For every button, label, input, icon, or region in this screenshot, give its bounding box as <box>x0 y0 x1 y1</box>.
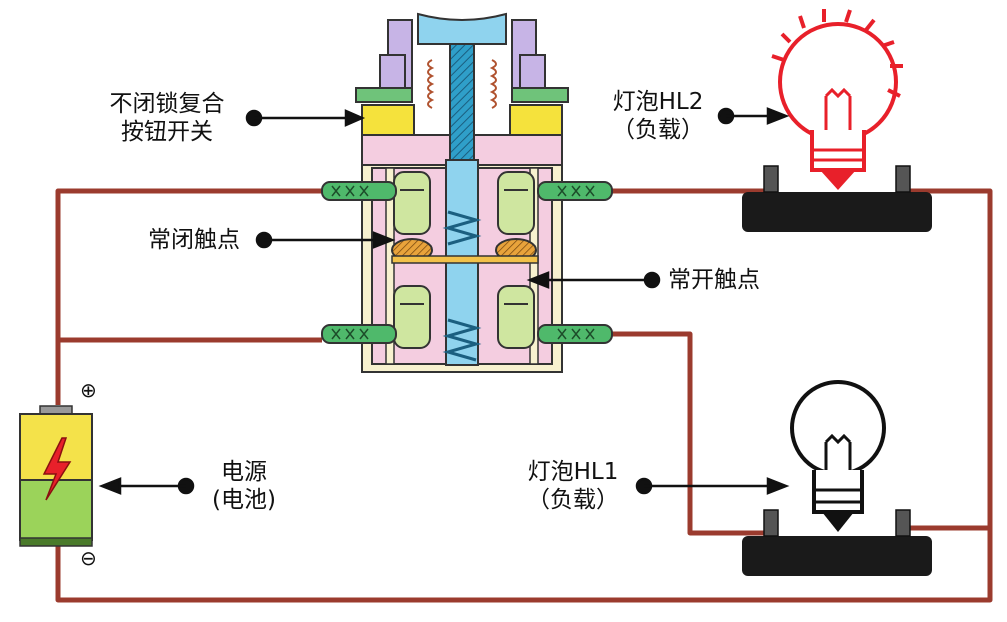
bulb2-role: （负载） <box>612 117 704 143</box>
switch-terminals <box>321 181 613 344</box>
battery <box>19 405 93 547</box>
wire-hl2-right <box>905 188 993 531</box>
power-role: (电池) <box>212 487 276 513</box>
bulb2-name: 灯泡HL2 <box>612 89 704 115</box>
no-contact-label: 常开触点 <box>668 267 760 293</box>
wire-battery-minus <box>55 528 993 603</box>
power-label: 电源 (电池) <box>196 458 292 514</box>
power-name: 电源 <box>221 459 267 485</box>
switch-label-line1: 不闭锁复合 <box>109 91 225 117</box>
bulb1-label: 灯泡HL1 （负载） <box>508 458 638 514</box>
compound-button-switch <box>321 12 613 373</box>
bulb-hl1 <box>742 380 932 576</box>
bulb1-role: （负载） <box>527 487 619 513</box>
pointer-arrows <box>98 107 790 495</box>
bolt-icon <box>42 437 72 501</box>
switch-label-line2: 按钮开关 <box>121 119 213 145</box>
wire-to-hl1 <box>612 331 768 536</box>
nc-contact-label: 常闭触点 <box>148 227 240 253</box>
bulb-hl2 <box>742 9 932 232</box>
bulb1-name: 灯泡HL1 <box>527 459 619 485</box>
bulb2-label: 灯泡HL2 （负载） <box>596 88 720 144</box>
battery-plus-icon: ⊕ <box>80 378 97 402</box>
wires <box>55 188 993 603</box>
battery-minus-icon: ⊖ <box>80 546 97 570</box>
wire-top-left <box>55 188 322 343</box>
switch-label: 不闭锁复合 按钮开关 <box>82 90 252 146</box>
